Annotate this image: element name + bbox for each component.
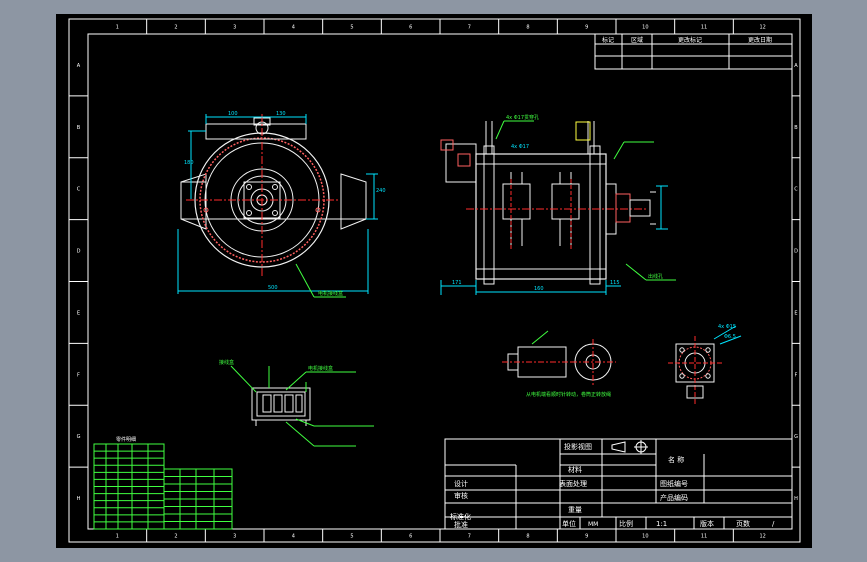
zone-column-label: 10 bbox=[642, 534, 648, 540]
zone-column-label: 4 bbox=[292, 534, 295, 540]
zone-column-label: 8 bbox=[526, 25, 529, 31]
rev-header-mark: 标记 bbox=[602, 36, 614, 44]
side-dim-160: 160 bbox=[534, 286, 544, 292]
tb-surface: 表面处理 bbox=[559, 479, 587, 488]
junction-box: 接线盒 电机接线盒 bbox=[219, 359, 374, 447]
tb-unit-value: MM bbox=[588, 521, 598, 528]
tb-version-label: 版本 bbox=[700, 519, 714, 528]
front-dim-180: 180 bbox=[184, 160, 194, 166]
tb-projection: 投影视图 bbox=[564, 442, 592, 451]
parts-tables: 零件明细 bbox=[93, 436, 233, 530]
side-callout-top: 4x Φ17贯穿孔 bbox=[506, 114, 539, 121]
zone-column-label: 3 bbox=[233, 25, 236, 31]
tb-checker: 审核 bbox=[454, 491, 468, 500]
zone-column-label: 4 bbox=[292, 25, 295, 31]
tb-scale-label: 比例 bbox=[619, 519, 633, 528]
front-view: 100 130 240 180 500 电机接线盒 bbox=[177, 111, 386, 298]
tb-standardization: 标准化 bbox=[450, 512, 471, 521]
zone-column-label: 2 bbox=[174, 534, 177, 540]
revision-table: 标记 区域 更改标记 更改日期 bbox=[594, 33, 793, 70]
outer-border bbox=[68, 18, 801, 543]
title-block-labels: 投影视图 名 称 材料 表面处理 图纸编号 产品编码 重量 设计 审核 标准化 … bbox=[450, 442, 775, 529]
rear-detail: 从电机端看顺时针转动，卷筒正转放绳 bbox=[502, 330, 616, 398]
zone-column-label: 1 bbox=[116, 534, 119, 540]
zone-column-label: 11 bbox=[701, 534, 707, 540]
side-callout-box: 出线孔 bbox=[648, 273, 663, 280]
zone-row-label: C bbox=[77, 187, 81, 193]
tb-name: 名 称 bbox=[668, 455, 684, 464]
tb-weight: 重量 bbox=[568, 506, 582, 514]
zone-column-label: 2 bbox=[174, 25, 177, 31]
zone-row-label: E bbox=[794, 310, 797, 316]
zone-row-label: G bbox=[77, 434, 81, 440]
title-block bbox=[444, 438, 793, 530]
zone-row-label: F bbox=[795, 372, 798, 378]
tb-product-no: 产品编码 bbox=[660, 493, 688, 502]
zone-column-label: 12 bbox=[759, 534, 765, 540]
zone-row-label: D bbox=[77, 249, 81, 255]
zone-row-label: H bbox=[794, 496, 798, 502]
zone-row-label: B bbox=[794, 125, 798, 131]
tb-drawing-no: 图纸编号 bbox=[660, 479, 688, 488]
zone-row-label: C bbox=[794, 187, 798, 193]
inner-border bbox=[87, 33, 793, 530]
zone-row-label: A bbox=[77, 63, 81, 69]
flange-view: 4x Φ15 Φ6.5 bbox=[668, 324, 742, 406]
zone-row-label: E bbox=[77, 310, 80, 316]
flange-dim-dia: Φ6.5 bbox=[724, 334, 736, 340]
zone-column-label: 6 bbox=[409, 534, 412, 540]
zone-row-label: A bbox=[794, 63, 798, 69]
rear-note: 从电机端看顺时针转动，卷筒正转放绳 bbox=[526, 391, 611, 398]
front-dim-500: 500 bbox=[268, 285, 278, 291]
jbox-note-left: 接线盒 bbox=[219, 359, 234, 366]
zone-column-label: 9 bbox=[585, 534, 588, 540]
zone-column-label: 1 bbox=[116, 25, 119, 31]
zone-row-label: G bbox=[794, 434, 798, 440]
zone-column-label: 11 bbox=[701, 25, 707, 31]
zone-row-label: B bbox=[77, 125, 81, 131]
rev-header-zone: 区域 bbox=[631, 36, 643, 44]
side-view: 171 160 115 4x Φ17 4x Φ17贯穿孔 出线孔 bbox=[440, 114, 676, 295]
zone-column-label: 8 bbox=[526, 534, 529, 540]
zone-row-label: F bbox=[77, 372, 80, 378]
front-dim-130: 130 bbox=[276, 111, 286, 117]
tb-scale-value: 1:1 bbox=[656, 520, 667, 528]
tb-approver: 批准 bbox=[454, 520, 468, 529]
zone-column-label: 7 bbox=[468, 25, 471, 31]
zone-column-label: 10 bbox=[642, 25, 648, 31]
front-motor-label: 电机接线盒 bbox=[318, 290, 343, 297]
zone-column-label: 5 bbox=[350, 25, 353, 31]
rev-header-change: 更改标记 bbox=[678, 36, 702, 44]
tb-page-label: 页数 bbox=[736, 519, 750, 528]
zone-column-label: 7 bbox=[468, 534, 471, 540]
tb-material: 材料 bbox=[568, 465, 582, 474]
zone-row-label: D bbox=[794, 249, 798, 255]
zone-column-label: 3 bbox=[233, 534, 236, 540]
front-dim-240: 240 bbox=[376, 188, 386, 194]
jbox-note-right: 电机接线盒 bbox=[308, 365, 333, 372]
zone-column-label: 5 bbox=[350, 534, 353, 540]
zone-column-label: 9 bbox=[585, 25, 588, 31]
flange-dim-holes: 4x Φ15 bbox=[718, 324, 736, 330]
side-dim-holes: 4x Φ17 bbox=[511, 144, 529, 150]
zone-column-label: 6 bbox=[409, 25, 412, 31]
zone-column-label: 12 bbox=[759, 25, 765, 31]
side-dim-115: 115 bbox=[610, 280, 620, 286]
tb-designer: 设计 bbox=[454, 479, 468, 488]
parts-table-title: 零件明细 bbox=[116, 436, 136, 443]
front-dim-100: 100 bbox=[228, 111, 238, 117]
side-dim-171: 171 bbox=[452, 280, 462, 286]
tb-unit-label: 单位 bbox=[562, 519, 576, 528]
zone-row-label: H bbox=[77, 496, 81, 502]
projection-symbol bbox=[611, 440, 648, 454]
tb-page-sep: / bbox=[772, 520, 775, 528]
rev-header-date: 更改日期 bbox=[748, 36, 772, 44]
